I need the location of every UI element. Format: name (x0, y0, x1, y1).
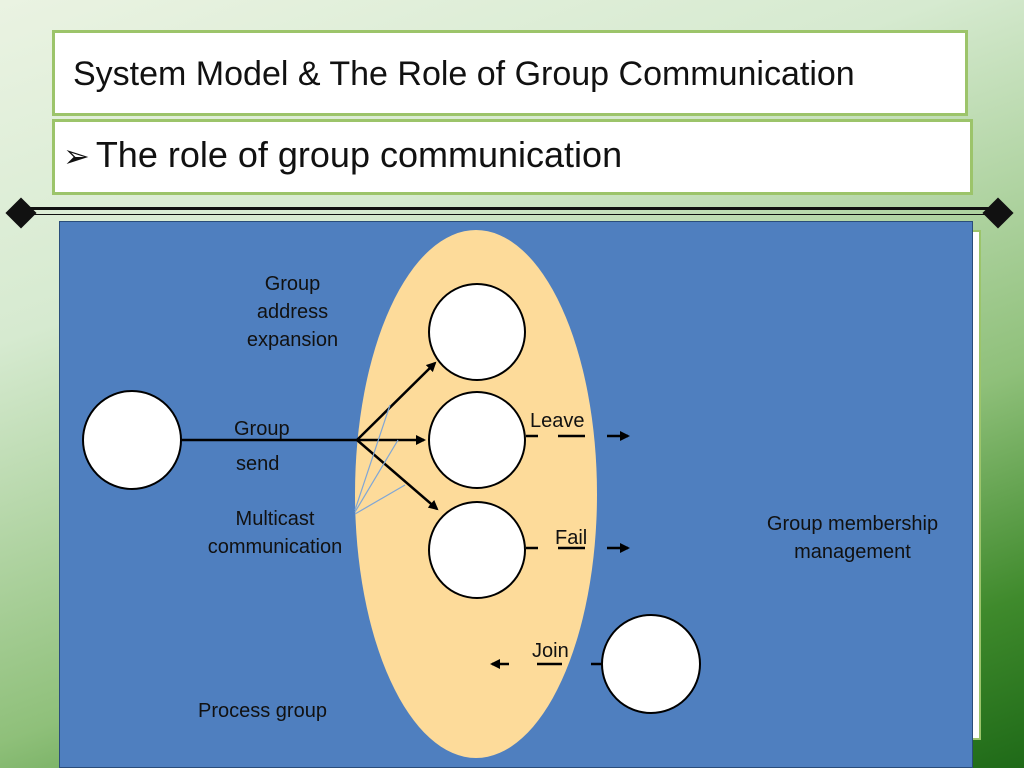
leave-label: Leave (530, 410, 585, 432)
sender-node (82, 390, 182, 490)
process-group-ellipse (355, 230, 597, 758)
subtitle-box: ➢The role of group communication (52, 119, 973, 195)
member-node-top (428, 283, 526, 381)
multicast-arrow-top (356, 361, 437, 441)
subtitle-line: ➢The role of group communication (63, 134, 622, 176)
slide-title: System Model & The Role of Group Communi… (73, 55, 855, 93)
fail-label: Fail (555, 527, 588, 549)
arrow-bullet-icon: ➢ (63, 138, 90, 174)
join-label: Join (532, 640, 569, 662)
group-address-expansion-label: Group address expansion (246, 273, 339, 351)
process-group-label: Process group (198, 700, 327, 722)
member-node-bottom (428, 501, 526, 599)
send-label: send (236, 453, 280, 475)
group-label: Group (234, 418, 290, 440)
group-membership-management-label: Group membership management (766, 513, 939, 563)
multicast-pointer-lines (354, 404, 406, 515)
member-node-middle (428, 391, 526, 489)
title-box: System Model & The Role of Group Communi… (52, 30, 968, 116)
multicast-communication-label: Multicast communication (207, 508, 343, 558)
multicast-arrow-bottom (356, 439, 439, 511)
joining-node (601, 614, 701, 714)
divider-thick (18, 207, 1000, 210)
divider-thin (18, 214, 1000, 215)
slide-subtitle: The role of group communication (95, 134, 623, 175)
